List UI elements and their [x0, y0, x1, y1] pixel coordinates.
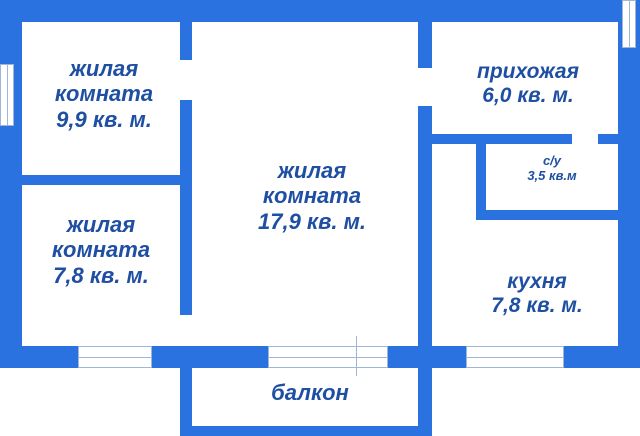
room-living-9-9-name1: жилая — [69, 56, 139, 81]
window-bottom-left — [78, 346, 152, 368]
balcony-wall-right — [418, 368, 432, 436]
bath-wall-top-a — [432, 134, 572, 144]
room-hallway-area: 6,0 кв. м. — [482, 84, 574, 108]
room-living-7-8: жилая комната 7,8 кв. м. — [26, 212, 176, 288]
wall-right — [618, 0, 640, 368]
room-bathroom-name: с/у — [542, 153, 562, 168]
room-living-17-9-area: 17,9 кв. м. — [258, 208, 366, 234]
window-bottom-middle — [268, 346, 388, 368]
balcony-wall-left — [180, 368, 192, 436]
window-bottom-right — [466, 346, 564, 368]
room-balcony: балкон — [230, 380, 390, 405]
room-bathroom-area: 3,5 кв.м — [527, 167, 577, 183]
balcony-wall-bottom — [180, 426, 432, 436]
room-living-7-8-name1: жилая — [66, 212, 136, 237]
wall-inner-left-b — [180, 100, 192, 315]
room-living-7-8-area: 7,8 кв. м. — [53, 262, 149, 288]
room-living-17-9-name1: жилая — [277, 158, 347, 183]
balcony-door-line — [356, 336, 357, 376]
room-hallway-name: прихожая — [477, 60, 579, 83]
wall-top — [0, 0, 640, 22]
bath-wall-top-b — [598, 134, 618, 144]
room-kitchen: кухня 7,8 кв. м. — [462, 270, 612, 318]
room-living-7-8-name2: комната — [51, 237, 151, 263]
wall-inner-right-b — [418, 106, 432, 368]
room-kitchen-name: кухня — [507, 270, 567, 293]
wall-inner-left-a — [180, 0, 192, 60]
wall-left-rooms-divider — [0, 175, 192, 185]
room-living-9-9-name2: комната — [54, 81, 154, 107]
room-bathroom: с/у 3,5 кв.м — [500, 153, 604, 184]
window-left — [0, 64, 14, 126]
room-living-17-9-name2: комната — [262, 183, 362, 209]
room-balcony-name: балкон — [271, 380, 349, 405]
bath-wall-left — [476, 134, 486, 220]
room-living-9-9-area: 9,9 кв. м. — [56, 106, 152, 132]
room-hallway: прихожая 6,0 кв. м. — [448, 60, 608, 108]
window-top-right — [622, 0, 636, 48]
wall-inner-right-a — [418, 0, 432, 68]
room-kitchen-area: 7,8 кв. м. — [491, 294, 583, 318]
bath-wall-bottom — [476, 210, 618, 220]
room-living-17-9: жилая комната 17,9 кв. м. — [232, 158, 392, 234]
room-living-9-9: жилая комната 9,9 кв. м. — [30, 56, 178, 132]
